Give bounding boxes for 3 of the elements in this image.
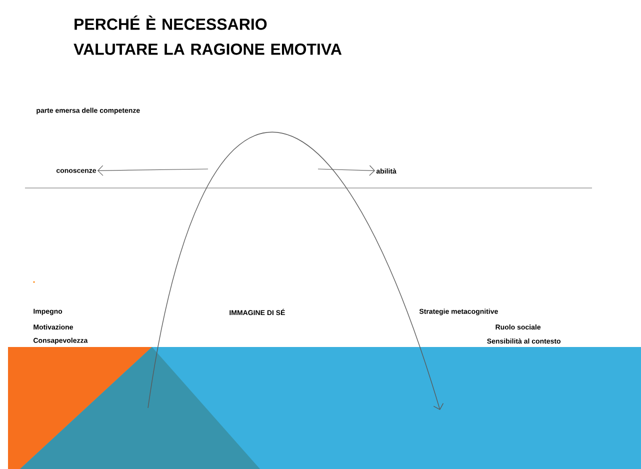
arrow bbox=[318, 165, 375, 176]
arrow bbox=[97, 165, 208, 176]
title: PERCHÉ È NECESSARIO VALUTARE LA RAGIONE EMOTIVA bbox=[74, 16, 342, 55]
